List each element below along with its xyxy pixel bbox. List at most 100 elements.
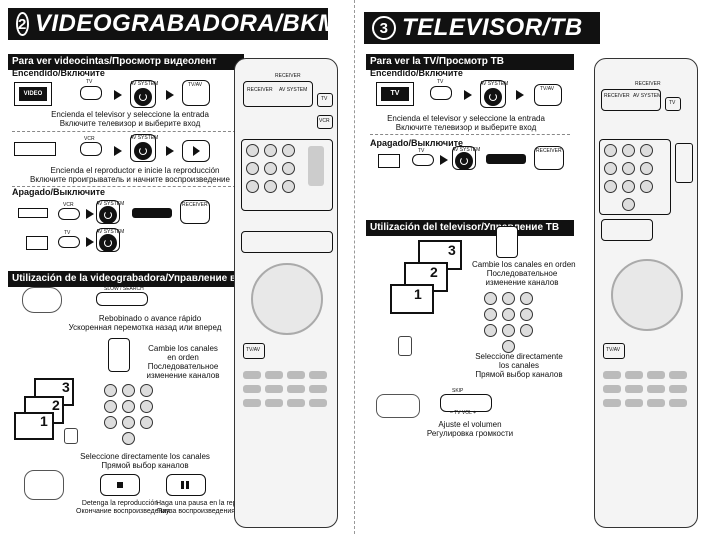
person-stop-icon [24, 470, 64, 500]
tv-button-label: TV [437, 79, 444, 85]
remote-top-keys-highlight [243, 81, 313, 107]
person-fast-icon [22, 287, 62, 313]
remote-keypad-highlight [241, 139, 333, 211]
remote-receiver-label: RECEIVER [635, 81, 661, 87]
stop-es: Detenga la reproducción [81, 500, 159, 507]
tv-illustration [26, 236, 48, 250]
sel-es-1: Seleccione directamente [475, 352, 563, 361]
section-number: 3 [372, 16, 396, 40]
remote-hand-icon [398, 336, 412, 356]
remote-tv-label: TV [669, 100, 676, 106]
tv-number-2: 2 [430, 264, 438, 280]
ch-ru-2: изменение каналов [146, 371, 220, 380]
arrow-icon [114, 146, 122, 156]
rew-es: Rebobinado o avance rápido [98, 314, 202, 323]
power-icon [134, 142, 152, 160]
rew-ff-keys [96, 292, 148, 306]
power-off-label: Apagado/Выключите [12, 187, 106, 197]
power-on-label: Encendido/Включите [12, 68, 105, 78]
sel-es-2: los canales [498, 361, 540, 370]
vcr-button-label: VCR [63, 202, 74, 208]
tv-number-1: 1 [40, 413, 48, 429]
power-icon [455, 152, 473, 170]
section-heading: TELEVISOR/TB [402, 14, 583, 41]
ch-es-2: en orden [167, 353, 199, 362]
remote-top-keys-highlight [601, 89, 661, 111]
remote-channel-key-highlight [675, 143, 693, 183]
tv-button-diagram [58, 236, 80, 248]
tv-vol-label: – TV VOL + [450, 410, 476, 416]
remote-nav-ring [611, 259, 683, 331]
remote-tvav-label: TV/AV [246, 347, 261, 353]
receiver-key-box [180, 200, 210, 224]
receiver-illustration [486, 154, 526, 164]
tv-button-label: TV [86, 79, 93, 85]
tv-illustration: TV [376, 82, 414, 106]
power-icon [484, 88, 502, 106]
tv-button-diagram [80, 86, 102, 100]
arrow-icon [516, 90, 524, 100]
divider [370, 134, 570, 135]
tv-illustration: VIDEO [14, 82, 52, 106]
pause-es: Haga una pausa en la reproducción [156, 500, 267, 507]
receiver-label: RECEIVER [182, 202, 208, 208]
arrow-icon [166, 146, 174, 156]
remote-receiver-label: RECEIVER [275, 73, 301, 79]
power-icon [99, 234, 117, 252]
tv-stack-1 [390, 284, 434, 314]
numeric-keypad [484, 292, 536, 356]
divider [12, 186, 236, 187]
receiver-illustration [132, 208, 172, 218]
caption-tv-on-ru: Включите телевизор и выберите вход [395, 123, 537, 132]
page-divider [354, 0, 355, 534]
vcr-illustration [18, 208, 48, 218]
divider [12, 131, 236, 132]
left-section-title: 2 VIDEOGRABADORA/BKM [8, 8, 338, 40]
av-system-label: AV SYSTEM [452, 147, 481, 153]
vol-es: Ajuste el volumen [438, 420, 502, 429]
tv-button-label: TV [64, 230, 71, 236]
remote-tvav-highlight [243, 343, 265, 359]
arrow-icon [464, 90, 472, 100]
remote-tvav-label: TV/AV [606, 347, 621, 353]
receiver-label: RECEIVER [536, 148, 562, 154]
ch-es: Cambie los canales en orden [472, 260, 576, 269]
remote-control-right: RECEIVER RECEIVER AV SYSTEM TV TV/AV [594, 58, 698, 528]
rew-ru: Ускоренная перемотка назад или вперед [68, 323, 222, 332]
vcr-button-label: VCR [84, 136, 95, 142]
ch-ru-1: Последовательное [147, 362, 219, 371]
caption-tv-on-es: Encienda el televisor y seleccione la en… [51, 110, 209, 119]
tv-screen-tv: TV [381, 87, 409, 101]
av-system-label: AV SYSTEM [130, 81, 159, 87]
speaker-waves-icon [376, 394, 420, 418]
tv-button-diagram [412, 154, 434, 166]
tv-illustration [378, 154, 400, 168]
tv-stack-1 [14, 412, 54, 440]
section-heading: VIDEOGRABADORA/BKM [34, 10, 339, 37]
power-off-label: Apagado/Выключите [370, 138, 464, 148]
caption-vcr-ru: Включите проигрыватель и начните воспрои… [30, 175, 230, 184]
remote-tvav-highlight [603, 343, 625, 359]
vcr-button-diagram [58, 208, 80, 220]
remote-hand-icon [64, 428, 78, 444]
play-section-bar: Para ver videocintas/Просмотр видеолент [8, 54, 244, 70]
av-system-label: AV SYSTEM [96, 229, 125, 235]
tv-number-2: 2 [52, 397, 60, 413]
pause-ru: Пауза воспроизведения [156, 508, 236, 515]
sel-ru: Прямой выбор каналов [101, 461, 189, 470]
arrow-icon [166, 90, 174, 100]
channel-up-down-key [108, 338, 130, 372]
ch-ru-1: Последовательное [486, 269, 558, 278]
vol-ru: Регулировка громкости [426, 429, 514, 438]
remote-tv-key [317, 93, 333, 107]
ch-ru-2: изменение каналов [485, 278, 559, 287]
remote-nav-ring [251, 263, 323, 335]
vcr-button-diagram [80, 142, 102, 156]
tv-number-3: 3 [62, 379, 70, 395]
receiver-key-box [534, 146, 564, 170]
vcr-illustration [14, 142, 56, 156]
tv-screen-video: VIDEO [19, 87, 47, 101]
arrow-icon [86, 209, 94, 219]
remote-vcr-key [317, 115, 333, 129]
tv-use-bar: Utilización del televisor/Управление ТВ [366, 220, 574, 236]
